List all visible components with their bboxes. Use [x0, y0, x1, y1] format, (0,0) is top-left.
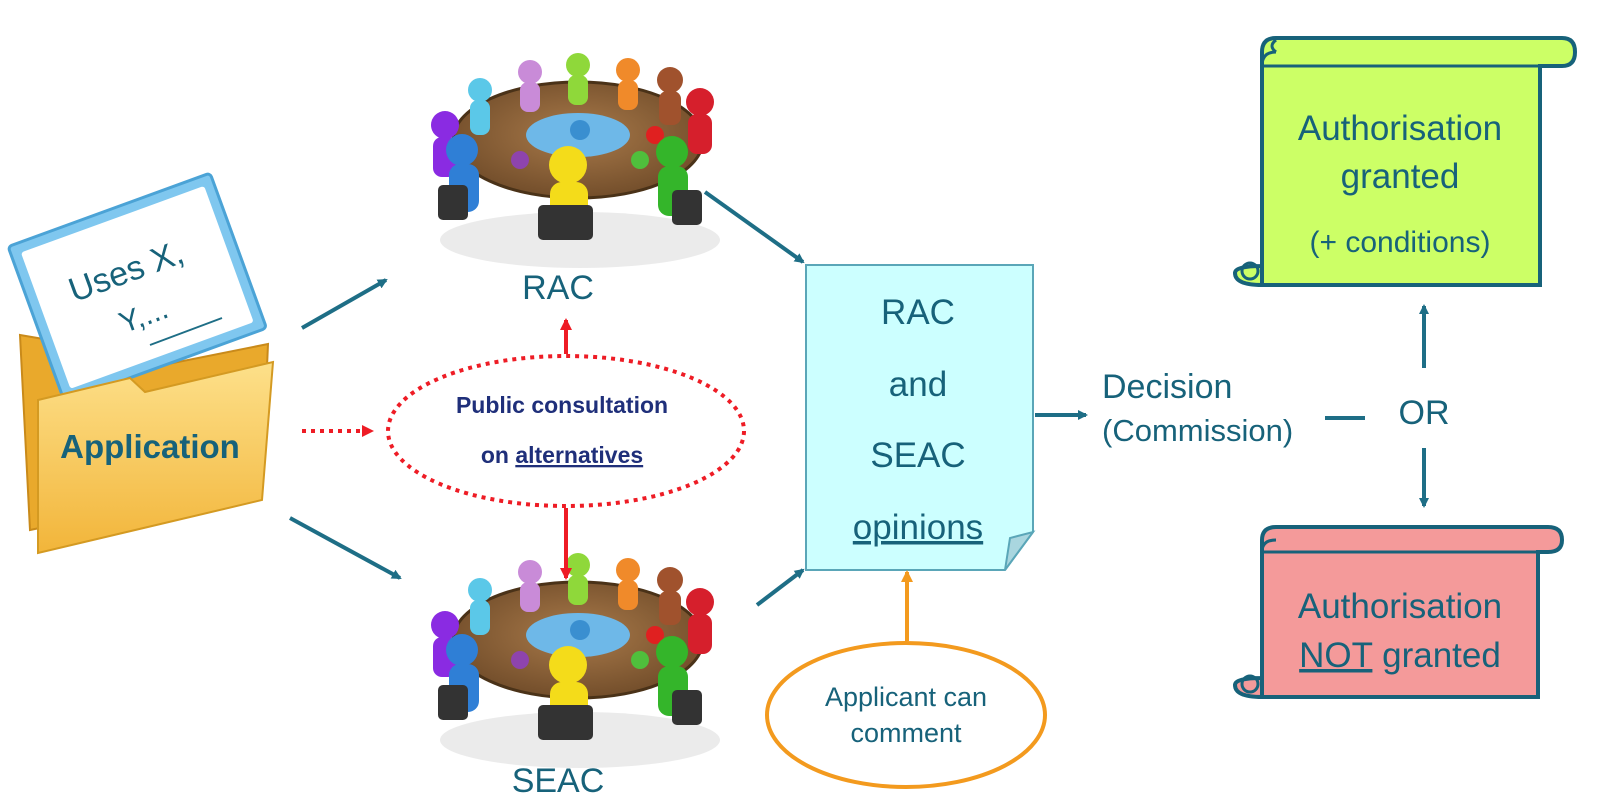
arrow-seac-to-opinions: [755, 568, 805, 607]
opinions-document: [805, 264, 1036, 571]
or-label: OR: [1399, 394, 1450, 432]
opinions-line2: and: [889, 365, 947, 404]
public-consultation-on: on: [481, 442, 516, 468]
granted-line1: Authorisation: [1298, 109, 1502, 148]
granted-scroll: [1232, 36, 1578, 288]
arrow-rac-to-opinions: [703, 190, 805, 264]
application-label: Application: [60, 428, 240, 465]
not-granted-scroll: [1232, 525, 1565, 700]
public-consultation-alternatives: alternatives: [515, 442, 643, 468]
arrow-application-to-seac: [289, 516, 402, 580]
not-granted-line2: NOT granted: [1299, 636, 1501, 675]
applicant-comment-ellipse: [765, 641, 1047, 789]
not-granted-rest: granted: [1372, 636, 1500, 675]
applicant-comment-line2: comment: [850, 718, 962, 748]
decision-sub-label: (Commission): [1102, 413, 1293, 448]
rac-meeting-image: [431, 53, 720, 268]
not-granted-not: NOT: [1299, 636, 1373, 675]
public-consultation-line1: Public consultation: [456, 392, 668, 418]
granted-line3: (+ conditions): [1310, 226, 1491, 259]
granted-line2: granted: [1341, 157, 1460, 196]
decision-label: Decision: [1102, 368, 1232, 406]
opinions-line1: RAC: [881, 293, 955, 332]
application-folder: [7, 172, 275, 555]
opinions-line3: SEAC: [870, 436, 965, 475]
public-consultation-line2: on alternatives: [481, 442, 643, 468]
rac-label: RAC: [522, 269, 594, 307]
opinions-line4: opinions: [853, 508, 983, 547]
seac-label: SEAC: [512, 762, 605, 800]
uses-card: [7, 172, 267, 403]
applicant-comment-line1: Applicant can: [825, 682, 987, 712]
arrow-application-to-rac: [301, 278, 388, 330]
public-consultation-ellipse: [386, 354, 746, 508]
not-granted-line1: Authorisation: [1298, 587, 1502, 626]
seac-meeting-image: [431, 553, 720, 768]
